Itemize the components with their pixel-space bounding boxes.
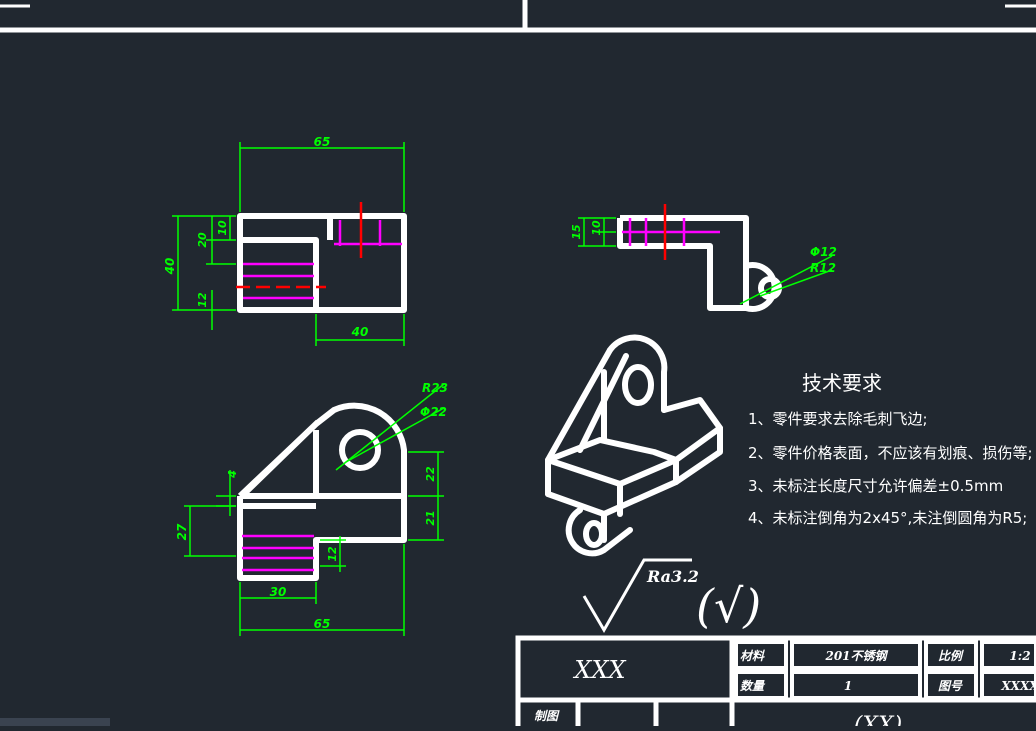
dim-top-left: 27 bbox=[175, 523, 189, 540]
dim-top-right-a: 22 bbox=[424, 466, 437, 482]
dim-front-left-b: 10 bbox=[216, 220, 229, 236]
isometric-view[interactable] bbox=[545, 334, 723, 557]
dim-top-right-b: 21 bbox=[424, 510, 437, 525]
requirement-item-4: 4、未标注倒角为2x45°,未注倒圆角为R5; bbox=[748, 509, 1027, 527]
dim-front-top: 65 bbox=[314, 135, 331, 149]
requirement-item-3: 3、未标注长度尺寸允许偏差±0.5mm bbox=[748, 477, 1003, 495]
company-name: (XX) bbox=[854, 713, 903, 726]
dim-front-bottom: 40 bbox=[351, 325, 369, 339]
dim-top-r: R23 bbox=[422, 381, 448, 395]
command-line[interactable] bbox=[0, 718, 110, 726]
scale-value: 1:2 bbox=[1009, 649, 1030, 663]
sheet-frame bbox=[0, 0, 1036, 33]
side-view[interactable]: 15 10 Φ12 R12 bbox=[570, 204, 837, 312]
surface-finish-symbol: Ra3.2 (√) bbox=[582, 558, 761, 633]
material-label: 材料 bbox=[740, 649, 765, 663]
dim-top-bottom-inner: 30 bbox=[270, 585, 287, 599]
requirement-item-2: 2、零件价格表面，不应该有划痕、损伤等; bbox=[748, 444, 1033, 462]
material-value: 201不锈钢 bbox=[824, 649, 888, 663]
dim-side-r: R12 bbox=[810, 261, 836, 275]
dim-front-left-a: 20 bbox=[196, 232, 209, 248]
technical-requirements: 技术要求 1、零件要求去除毛刺飞边; 2、零件价格表面，不应该有划痕、损伤等; … bbox=[748, 371, 1033, 527]
quantity-label: 数量 bbox=[740, 679, 766, 693]
front-view[interactable]: 65 40 20 10 12 40 bbox=[163, 135, 407, 346]
dim-front-left-total: 40 bbox=[163, 258, 177, 276]
drawn-by-label: 制图 bbox=[534, 709, 560, 723]
dim-side-b: 10 bbox=[590, 220, 603, 236]
dim-top-small: 4 bbox=[226, 470, 239, 479]
dim-top-phi: Φ22 bbox=[420, 405, 447, 419]
dim-top-bottom-total: 65 bbox=[314, 617, 331, 631]
dim-side-phi: Φ12 bbox=[810, 245, 837, 259]
scale-label: 比例 bbox=[938, 649, 964, 663]
drawing-no-label: 图号 bbox=[938, 679, 963, 693]
roughness-value: Ra3.2 bbox=[646, 567, 699, 586]
title-block: XXX 材料 201不锈钢 比例 1:2 数量 1 图号 XXXX 制图 (XX… bbox=[515, 635, 1036, 731]
dim-top-inner: 12 bbox=[326, 546, 339, 562]
dim-front-left-c: 12 bbox=[196, 292, 209, 308]
dim-side-a: 15 bbox=[570, 224, 583, 240]
drawing-no-value: XXXX bbox=[1000, 679, 1036, 693]
roughness-note: (√) bbox=[696, 579, 761, 633]
requirement-item-1: 1、零件要求去除毛刺飞边; bbox=[748, 410, 928, 428]
requirements-title: 技术要求 bbox=[802, 371, 882, 395]
top-view[interactable]: R23 Φ22 4 27 22 21 12 30 65 bbox=[175, 381, 448, 636]
quantity-value: 1 bbox=[844, 679, 852, 693]
part-name: XXX bbox=[572, 656, 626, 684]
